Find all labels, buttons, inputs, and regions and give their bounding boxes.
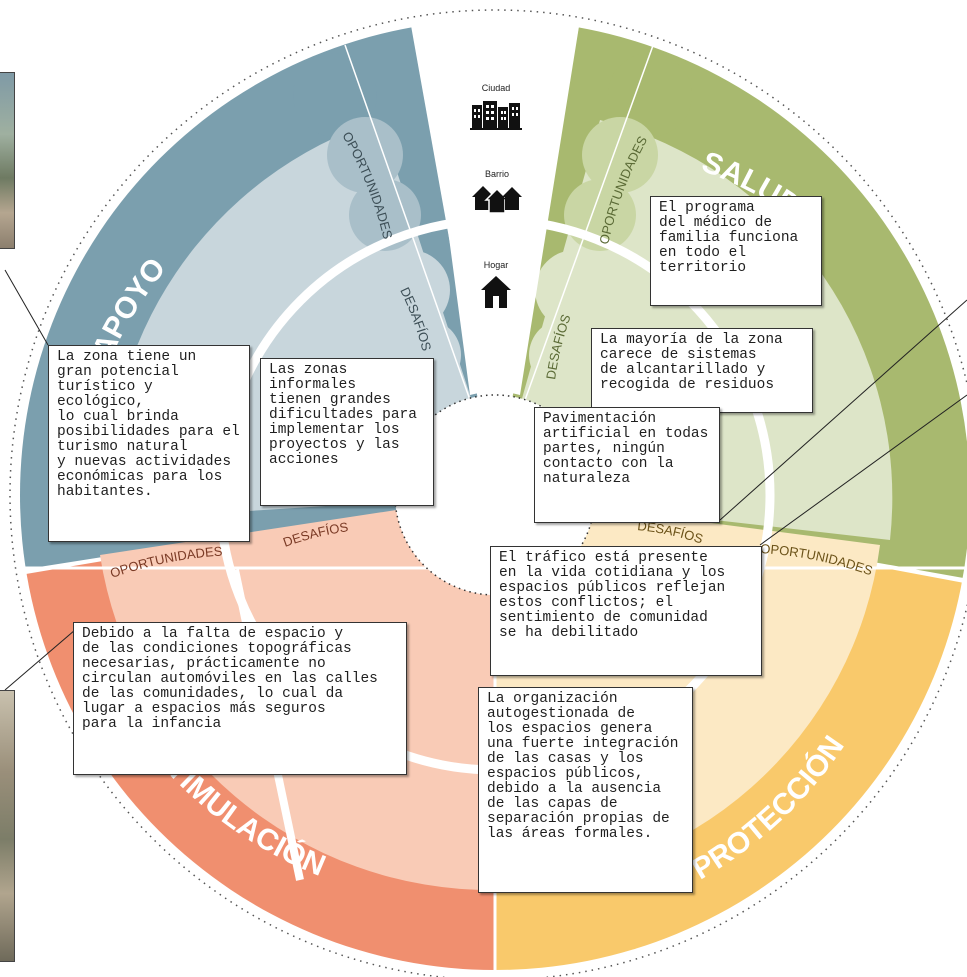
note-apoyo-oportunidad: La zona tiene un gran potencial turístic… bbox=[48, 345, 250, 542]
leader-line bbox=[759, 394, 967, 546]
apoyo-scallop bbox=[327, 117, 403, 193]
scale-label-ciudad: Ciudad bbox=[482, 83, 511, 93]
leader-line bbox=[4, 629, 76, 691]
leader-line bbox=[719, 299, 967, 521]
salud-scallop bbox=[608, 53, 692, 137]
scale-label-barrio: Barrio bbox=[485, 169, 509, 179]
leader-line bbox=[4, 269, 49, 346]
note-salud-desafio-sewage: La mayoría de la zona carece de sistemas… bbox=[591, 328, 813, 413]
apoyo-scallop bbox=[370, 250, 450, 330]
salud-scallop bbox=[582, 117, 658, 193]
houses-icon bbox=[472, 186, 522, 214]
photo-thumbnail-top bbox=[0, 72, 15, 249]
note-proteccion-desafio: El tráfico está presente en la vida coti… bbox=[490, 546, 762, 676]
note-salud-desafio-pavement: Pavimentación artificial en todas partes… bbox=[534, 407, 720, 523]
city-icon bbox=[470, 101, 522, 130]
note-estimulacion-oportunidad: Debido a la falta de espacio y de las co… bbox=[73, 622, 407, 775]
note-apoyo-desafio: Las zonas informales tienen grandes difi… bbox=[260, 358, 434, 506]
home-icon bbox=[481, 276, 511, 308]
photo-thumbnail-bottom bbox=[0, 690, 15, 962]
scale-label-hogar: Hogar bbox=[484, 260, 509, 270]
note-salud-oportunidad: El programa del médico de familia funcio… bbox=[650, 196, 822, 306]
axis-diagonal-left bbox=[344, 44, 471, 401]
salud-scallop bbox=[535, 250, 615, 330]
axis-diagonal-right bbox=[524, 39, 656, 401]
note-proteccion-oportunidad: La organización autogestionada de los es… bbox=[478, 687, 693, 893]
